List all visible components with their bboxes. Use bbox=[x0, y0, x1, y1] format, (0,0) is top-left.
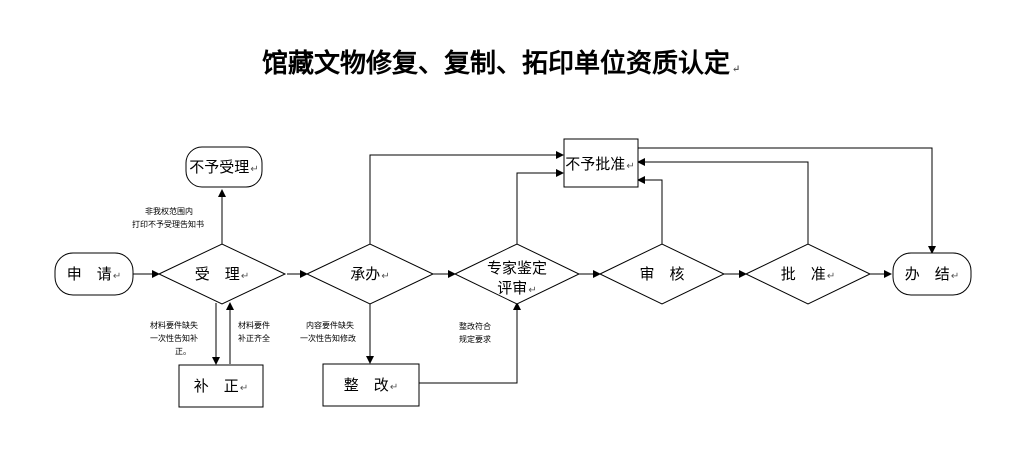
flow-edges bbox=[133, 147, 936, 384]
node-reject-accept-label: 不予受理 bbox=[189, 158, 249, 176]
edge-undertake-reject-approve bbox=[369, 151, 564, 244]
node-expert-review-label-2: 评审 bbox=[497, 279, 527, 297]
svg-text:补 正↵: 补 正↵ bbox=[194, 377, 248, 395]
svg-text:不予受理↵: 不予受理↵ bbox=[189, 158, 258, 176]
node-undertake-label: 承办 bbox=[350, 265, 380, 283]
svg-text:承办↵: 承办↵ bbox=[350, 265, 389, 283]
note-out-of-scope: 非我权范围内 打印不予受理告知书 bbox=[132, 206, 204, 229]
edge-reject-approve-complete bbox=[638, 147, 936, 254]
node-undertake[interactable]: 承办↵ bbox=[305, 243, 435, 305]
svg-text:申 请↵: 申 请↵ bbox=[67, 265, 121, 283]
svg-text:打印不予受理告知书: 打印不予受理告知书 bbox=[132, 219, 204, 229]
edge-approve-reject-approve bbox=[637, 158, 809, 244]
edge-audit-reject-approve bbox=[637, 176, 663, 244]
node-rectify[interactable]: 整 改↵ bbox=[322, 363, 420, 407]
node-accept[interactable]: 受 理↵ bbox=[157, 243, 287, 305]
node-audit[interactable]: 审 核 bbox=[598, 243, 726, 305]
note-content-missing: 内容要件缺失 一次性告知修改 bbox=[300, 320, 356, 343]
svg-text:非我权范围内: 非我权范围内 bbox=[145, 206, 193, 216]
edge-review-reject-approve bbox=[516, 169, 564, 244]
node-audit-label: 审 核 bbox=[639, 265, 684, 283]
node-approve-label: 批 准 bbox=[781, 265, 826, 283]
svg-text:材料要件: 材料要件 bbox=[238, 320, 270, 330]
node-reject-approve-label: 不予批准 bbox=[565, 155, 625, 173]
node-reject-approve[interactable]: 不予批准↵ bbox=[563, 138, 639, 188]
node-accept-label: 受 理 bbox=[195, 265, 240, 283]
node-expert-review-label-1: 专家鉴定 bbox=[487, 259, 547, 277]
node-supplement[interactable]: 补 正↵ bbox=[178, 364, 264, 408]
node-apply[interactable]: 申 请↵ bbox=[54, 252, 134, 296]
svg-text:批 准↵: 批 准↵ bbox=[781, 265, 835, 283]
svg-text:补正齐全: 补正齐全 bbox=[238, 333, 270, 343]
svg-text:办 结↵: 办 结↵ bbox=[905, 265, 959, 283]
svg-text:不予批准↵: 不予批准↵ bbox=[565, 155, 634, 173]
page-title: 馆藏文物修复、复制、拓印单位资质认定↵ bbox=[262, 48, 740, 79]
note-materials-complete: 材料要件 补正齐全 bbox=[238, 320, 270, 343]
svg-text:内容要件缺失: 内容要件缺失 bbox=[306, 320, 354, 330]
node-expert-review[interactable]: 专家鉴定 评审↵ bbox=[453, 243, 581, 305]
node-approve[interactable]: 批 准↵ bbox=[744, 243, 872, 305]
node-rectify-label: 整 改 bbox=[344, 376, 389, 394]
svg-text:规定要求: 规定要求 bbox=[459, 334, 491, 344]
node-complete-label: 办 结 bbox=[905, 265, 950, 283]
svg-text:受 理↵: 受 理↵ bbox=[195, 265, 249, 283]
node-apply-label: 申 请 bbox=[67, 265, 112, 283]
node-reject-accept[interactable]: 不予受理↵ bbox=[185, 146, 263, 188]
edge-rectify-review bbox=[419, 302, 521, 384]
svg-text:正。: 正。 bbox=[175, 347, 191, 356]
node-complete[interactable]: 办 结↵ bbox=[892, 252, 972, 296]
svg-text:整改符合: 整改符合 bbox=[459, 321, 491, 331]
svg-text:整 改↵: 整 改↵ bbox=[344, 376, 398, 394]
svg-text:一次性告知补: 一次性告知补 bbox=[150, 333, 198, 343]
note-rectified-ok: 整改符合 规定要求 bbox=[459, 321, 491, 344]
svg-text:材料要件缺失: 材料要件缺失 bbox=[150, 320, 198, 330]
note-materials-missing: 材料要件缺失 一次性告知补 正。 bbox=[150, 320, 198, 356]
svg-text:一次性告知修改: 一次性告知修改 bbox=[300, 333, 356, 343]
svg-text:评审↵: 评审↵ bbox=[497, 279, 536, 297]
node-supplement-label: 补 正 bbox=[194, 377, 239, 395]
